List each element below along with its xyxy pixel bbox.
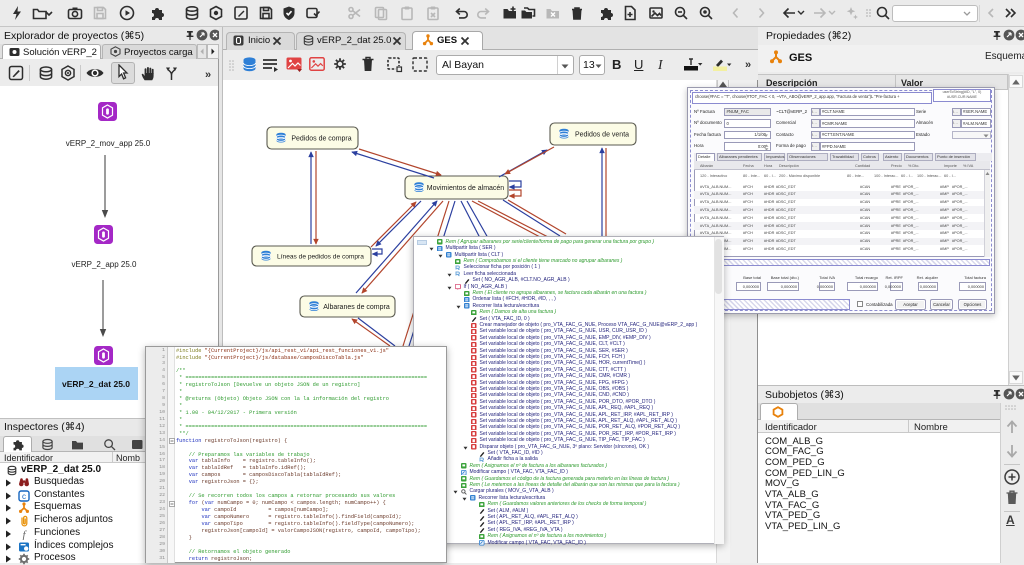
svg-text:Líneas de pedidos de compra: Líneas de pedidos de compra bbox=[277, 253, 364, 260]
svg-text:Movimientos de almacén: Movimientos de almacén bbox=[427, 185, 505, 192]
svg-text:Pedidos de venta: Pedidos de venta bbox=[575, 131, 629, 138]
svg-text:c: c bbox=[22, 492, 26, 501]
svg-text:Albaranes de compra: Albaranes de compra bbox=[323, 304, 390, 311]
svg-text:Pedidos de compra: Pedidos de compra bbox=[291, 135, 351, 142]
svg-text:f: f bbox=[22, 529, 27, 540]
